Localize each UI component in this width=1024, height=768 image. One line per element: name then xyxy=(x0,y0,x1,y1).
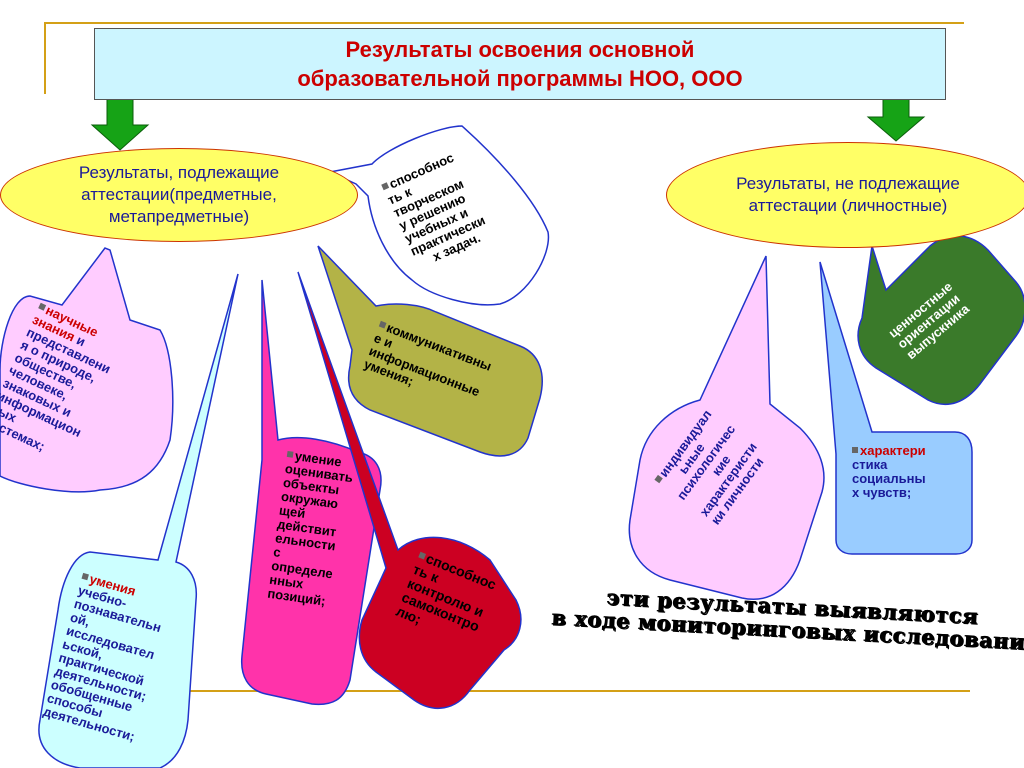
bullet-icon xyxy=(286,450,294,458)
frame-line-bottom xyxy=(160,690,970,692)
bullet-icon xyxy=(852,447,858,453)
callout-evaluate-shape xyxy=(240,279,382,706)
frame-line-left xyxy=(44,22,46,94)
title-box: Результаты освоения основной образовател… xyxy=(94,28,946,100)
callout-control-shape xyxy=(297,271,522,709)
bullet-icon xyxy=(378,320,387,329)
left-result-line-3: метапредметные) xyxy=(108,207,250,226)
callout-social-shape xyxy=(819,261,973,555)
title-line-2: образовательной программы НОО, ООО xyxy=(297,66,743,91)
title-line-1: Результаты освоения основной xyxy=(345,37,695,62)
bullet-icon xyxy=(81,572,89,581)
right-result-ellipse: Результаты, не подлежащие аттестации (ли… xyxy=(666,142,1024,248)
callout-creative-shape xyxy=(327,125,550,306)
right-result-line-1: Результаты, не подлежащие xyxy=(736,174,960,193)
left-result-line-1: Результаты, подлежащие xyxy=(78,163,280,182)
right-result-line-2: аттестации (личностные) xyxy=(748,196,948,215)
frame-line-top xyxy=(44,22,964,24)
callout-social-text: характери стика социальны х чувств; xyxy=(852,443,926,500)
callout-communicative-shape xyxy=(317,245,543,457)
bullet-icon xyxy=(381,182,390,191)
left-result-ellipse: Результаты, подлежащие аттестации(предме… xyxy=(0,148,358,242)
callout-values-shape xyxy=(857,235,1024,406)
left-result-line-2: аттестации(предметные, xyxy=(81,185,277,204)
bullet-icon xyxy=(418,551,427,560)
callout-individual-shape xyxy=(628,255,825,600)
